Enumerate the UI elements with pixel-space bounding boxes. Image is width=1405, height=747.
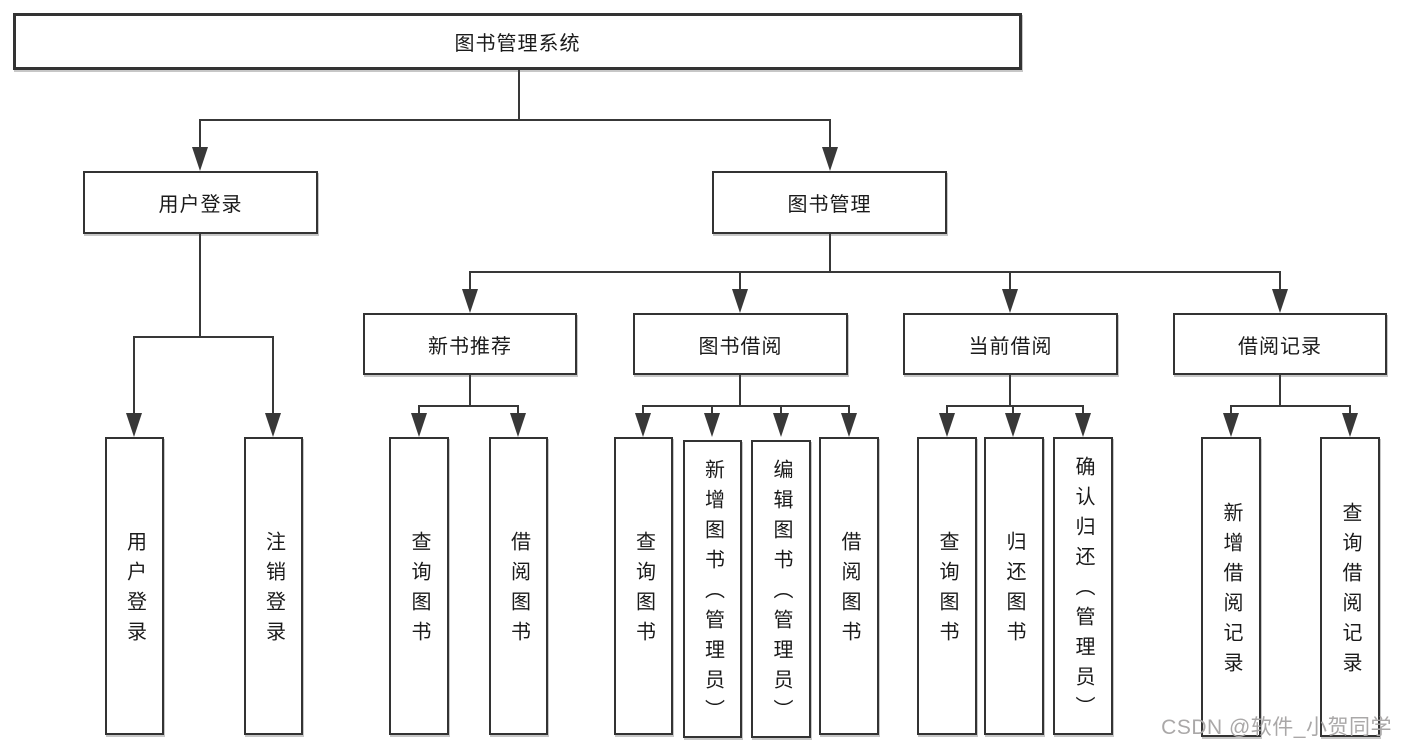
node-book-mgmt: 图书管理 xyxy=(712,171,947,234)
arrowhead-down-icon xyxy=(265,413,281,437)
leaf-cb-return-books-label: 归还图书 xyxy=(1003,531,1025,651)
arrowhead-down-icon xyxy=(1002,289,1018,313)
node-book-mgmt-label: 图书管理 xyxy=(787,194,872,216)
connector-line xyxy=(829,234,831,273)
arrowhead-down-icon xyxy=(1223,413,1239,437)
leaf-br-add-record-label: 新增借阅记录 xyxy=(1220,502,1242,682)
leaf-user-login-label: 用户登录 xyxy=(123,531,146,651)
leaf-logout: 注销登录 xyxy=(244,437,303,735)
arrowhead-down-icon xyxy=(939,413,955,437)
arrowhead-down-icon xyxy=(773,413,789,437)
leaf-bb-borrow-books-label: 借阅图书 xyxy=(838,531,860,651)
node-book-borrow-label: 图书借阅 xyxy=(698,335,783,358)
leaf-bb-edit-books: 编辑图书（管理员） xyxy=(751,440,811,738)
leaf-bb-query-books: 查询图书 xyxy=(614,437,673,735)
arrowhead-down-icon xyxy=(704,413,720,437)
connector-line xyxy=(419,405,519,407)
arrowhead-down-icon xyxy=(1005,413,1021,437)
node-borrow-records: 借阅记录 xyxy=(1173,313,1387,375)
leaf-cb-query-books-label: 查询图书 xyxy=(936,531,958,651)
connector-line xyxy=(134,336,274,338)
node-current-borrow: 当前借阅 xyxy=(903,313,1118,375)
connector-line xyxy=(829,119,831,151)
leaf-cb-confirm-return: 确认归还（管理员） xyxy=(1053,437,1113,735)
leaf-cb-return-books: 归还图书 xyxy=(984,437,1044,735)
arrowhead-down-icon xyxy=(822,147,838,171)
connector-line xyxy=(518,69,520,120)
leaf-bb-add-books: 新增图书（管理员） xyxy=(683,440,742,738)
leaf-nb-query-books-label: 查询图书 xyxy=(408,531,430,651)
arrowhead-down-icon xyxy=(635,413,651,437)
leaf-bb-query-books-label: 查询图书 xyxy=(632,531,655,651)
arrowhead-down-icon xyxy=(1272,289,1288,313)
node-root: 图书管理系统 xyxy=(13,13,1022,70)
arrowhead-down-icon xyxy=(1342,413,1358,437)
arrowhead-down-icon xyxy=(126,413,142,437)
connector-line xyxy=(1009,375,1011,407)
connector-line xyxy=(739,271,741,293)
leaf-bb-edit-books-label: 编辑图书（管理员） xyxy=(770,459,792,729)
leaf-br-query-record: 查询借阅记录 xyxy=(1320,437,1380,737)
node-user-login-label: 用户登录 xyxy=(158,194,243,216)
arrowhead-down-icon xyxy=(462,289,478,313)
connector-line xyxy=(199,119,201,151)
arrowhead-down-icon xyxy=(411,413,427,437)
connector-line xyxy=(199,119,831,121)
leaf-bb-borrow-books: 借阅图书 xyxy=(819,437,879,735)
node-new-book-rec-label: 新书推荐 xyxy=(428,335,512,358)
connector-line xyxy=(643,405,849,407)
connector-line xyxy=(469,375,471,407)
connector-line xyxy=(133,336,135,420)
arrowhead-down-icon xyxy=(841,413,857,437)
node-user-login: 用户登录 xyxy=(83,171,318,234)
connector-line xyxy=(1231,405,1350,407)
node-book-borrow: 图书借阅 xyxy=(633,313,848,375)
node-new-book-rec: 新书推荐 xyxy=(363,313,577,375)
leaf-user-login: 用户登录 xyxy=(105,437,164,735)
connector-line xyxy=(470,271,1281,273)
connector-line xyxy=(739,375,741,407)
connector-line xyxy=(1279,271,1281,293)
leaf-cb-confirm-return-label: 确认归还（管理员） xyxy=(1072,456,1094,726)
connector-line xyxy=(1009,271,1011,293)
connector-line xyxy=(947,405,1083,407)
connector-line xyxy=(1279,375,1281,407)
connector-line xyxy=(272,336,274,420)
arrowhead-down-icon xyxy=(1075,413,1091,437)
arrowhead-down-icon xyxy=(732,289,748,313)
node-root-label: 图书管理系统 xyxy=(454,33,581,55)
leaf-bb-add-books-label: 新增图书（管理员） xyxy=(701,459,724,729)
arrowhead-down-icon xyxy=(510,413,526,437)
arrowhead-down-icon xyxy=(192,147,208,171)
csdn-watermark: CSDN @软件_小贺同学 xyxy=(1161,716,1392,739)
connector-line xyxy=(199,234,201,338)
node-borrow-records-label: 借阅记录 xyxy=(1238,335,1322,358)
leaf-br-query-record-label: 查询借阅记录 xyxy=(1339,502,1361,682)
leaf-nb-query-books: 查询图书 xyxy=(389,437,449,735)
leaf-nb-borrow-books-label: 借阅图书 xyxy=(507,531,530,651)
leaf-cb-query-books: 查询图书 xyxy=(917,437,977,735)
node-current-borrow-label: 当前借阅 xyxy=(968,335,1053,358)
leaf-logout-label: 注销登录 xyxy=(262,531,285,651)
connector-line xyxy=(469,271,471,293)
leaf-nb-borrow-books: 借阅图书 xyxy=(489,437,548,735)
leaf-br-add-record: 新增借阅记录 xyxy=(1201,437,1261,737)
